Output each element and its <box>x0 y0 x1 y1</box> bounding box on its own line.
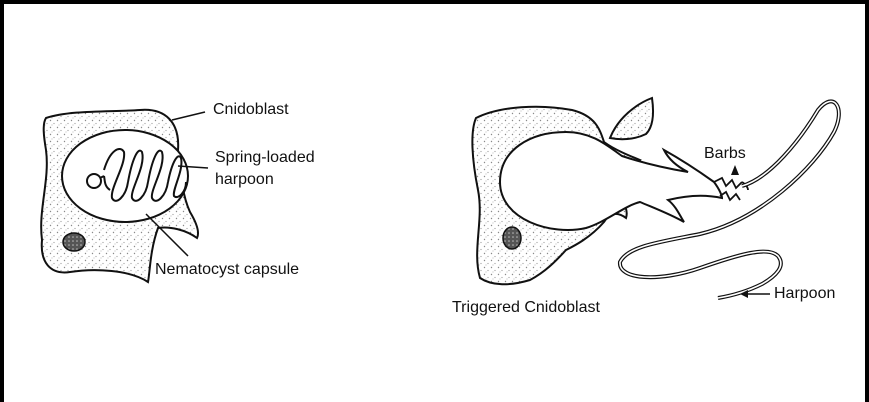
barbs-pointer <box>731 165 739 175</box>
triggered-caption: Triggered Cnidoblast <box>452 298 600 318</box>
triggered-cnidoblast <box>472 98 838 298</box>
harpoon-label-line2: harpoon <box>215 170 274 190</box>
resting-cnidoblast <box>41 110 208 282</box>
triggered-nucleus <box>503 227 521 249</box>
resting-nucleus <box>63 233 85 251</box>
barbs-label: Barbs <box>704 144 746 164</box>
cnidoblast-label: Cnidoblast <box>213 100 289 120</box>
harpoon-tip-label: Harpoon <box>774 284 835 304</box>
spring-loaded-label: Spring-loaded <box>215 148 315 168</box>
cnidoblast-pointer <box>172 112 205 120</box>
cnidocil-flap <box>610 98 653 139</box>
nematocyst-capsule-label: Nematocyst capsule <box>155 260 299 280</box>
